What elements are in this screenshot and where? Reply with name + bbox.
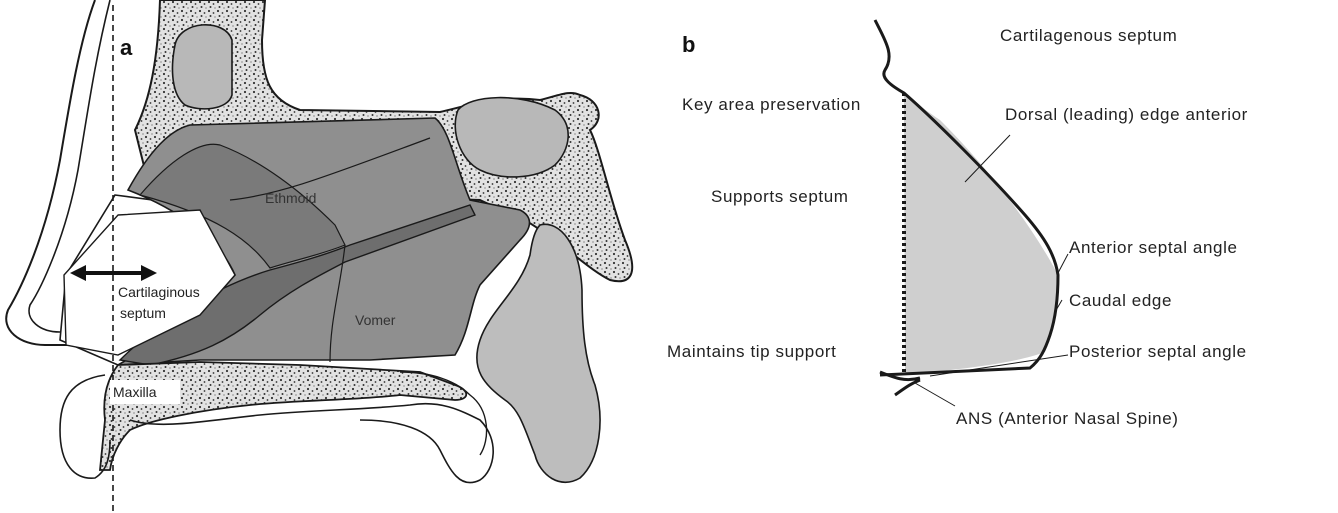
maxilla-bone — [100, 362, 466, 470]
label-cartilagenous-septum: Cartilagenous septum — [1000, 26, 1177, 45]
label-cartilaginous-line2: septum — [120, 305, 166, 321]
frontal-sinus — [172, 25, 232, 109]
label-maxilla: Maxilla — [113, 384, 157, 400]
panel-b-septum-schematic: b Cartilagenous septum Key area preserva… — [667, 20, 1248, 428]
label-posterior-septal-angle: Posterior septal angle — [1069, 342, 1247, 361]
label-dorsal-edge-anterior: Dorsal (leading) edge anterior — [1005, 105, 1248, 124]
leader-ans — [915, 383, 955, 406]
label-key-area-preservation: Key area preservation — [682, 95, 861, 114]
label-vomer: Vomer — [355, 312, 396, 328]
leader-anterior-septal-angle — [1058, 254, 1068, 273]
label-maintains-tip-support: Maintains tip support — [667, 342, 836, 361]
sphenoid-sinus — [455, 98, 568, 177]
label-ethmoid: Ethmoid — [265, 190, 316, 206]
label-supports-septum: Supports septum — [711, 187, 849, 206]
label-ans: ANS (Anterior Nasal Spine) — [956, 409, 1179, 428]
panel-b-letter: b — [682, 32, 695, 57]
label-cartilaginous-line1: Cartilaginous — [118, 284, 200, 300]
panel-a-nasal-septum-anatomy: a Ethmoid Vomer Cartilaginous septum Max… — [6, 0, 632, 513]
panel-a-letter: a — [120, 35, 133, 60]
septal-cartilage-shape — [904, 93, 1058, 375]
label-anterior-septal-angle: Anterior septal angle — [1069, 238, 1238, 257]
label-caudal-edge: Caudal edge — [1069, 291, 1172, 310]
